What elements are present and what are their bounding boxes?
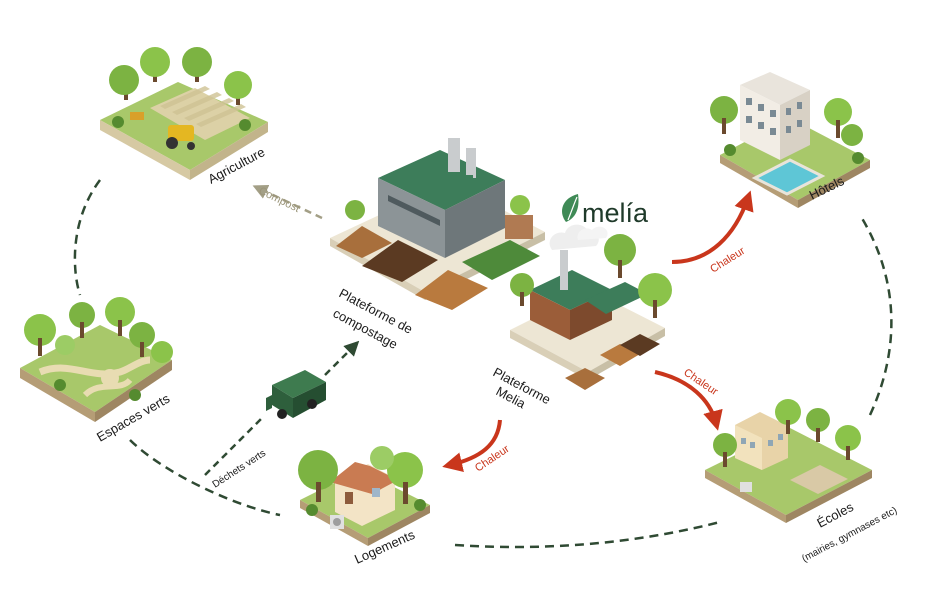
flow-arrows <box>204 185 754 476</box>
compost-platform-illustration <box>330 138 545 310</box>
chaleur-logements-arrow <box>442 419 502 473</box>
dechets-to-truck-arrow <box>204 417 263 476</box>
connector-agriculture-espaces <box>73 179 102 296</box>
connector-espaces-logements <box>129 439 281 517</box>
melia-logo: melía <box>562 194 649 228</box>
dechets-to-compost-arrow <box>324 340 360 376</box>
pool <box>751 158 826 196</box>
logo-text: melía <box>582 198 649 228</box>
leaf-icon <box>562 194 579 222</box>
espaces-verts-trees <box>24 297 173 401</box>
melia-trees <box>510 234 672 318</box>
truck-icon <box>266 370 326 419</box>
logements-trees <box>298 446 426 516</box>
melia-platform-illustration <box>510 224 672 390</box>
espaces-verts-illustration <box>20 297 173 422</box>
agriculture-illustration <box>100 47 268 180</box>
label-dechets-verts: Déchets verts <box>211 448 268 491</box>
hotels-trees <box>710 96 864 164</box>
label-compost: Compost <box>257 185 302 215</box>
logements-illustration <box>298 446 430 546</box>
connector-ecoles-hotels <box>858 214 893 416</box>
compost-pile-3 <box>415 270 488 310</box>
compost-pile-2 <box>362 240 438 282</box>
chaleur-hotels-arrow <box>671 190 754 264</box>
connector-logements-ecoles <box>454 520 721 549</box>
factory-building <box>378 138 505 258</box>
ecoles-trees <box>713 399 861 467</box>
label-chaleur-logements: Chaleur <box>473 443 512 475</box>
hotels-illustration <box>710 72 870 208</box>
cycle-connectors <box>73 179 893 549</box>
ecoles-illustration <box>705 399 872 523</box>
compost-pile-1 <box>336 226 392 258</box>
tractor-icon <box>168 125 194 141</box>
chaleur-ecoles-arrow <box>654 370 723 431</box>
agriculture-trees <box>109 47 252 131</box>
